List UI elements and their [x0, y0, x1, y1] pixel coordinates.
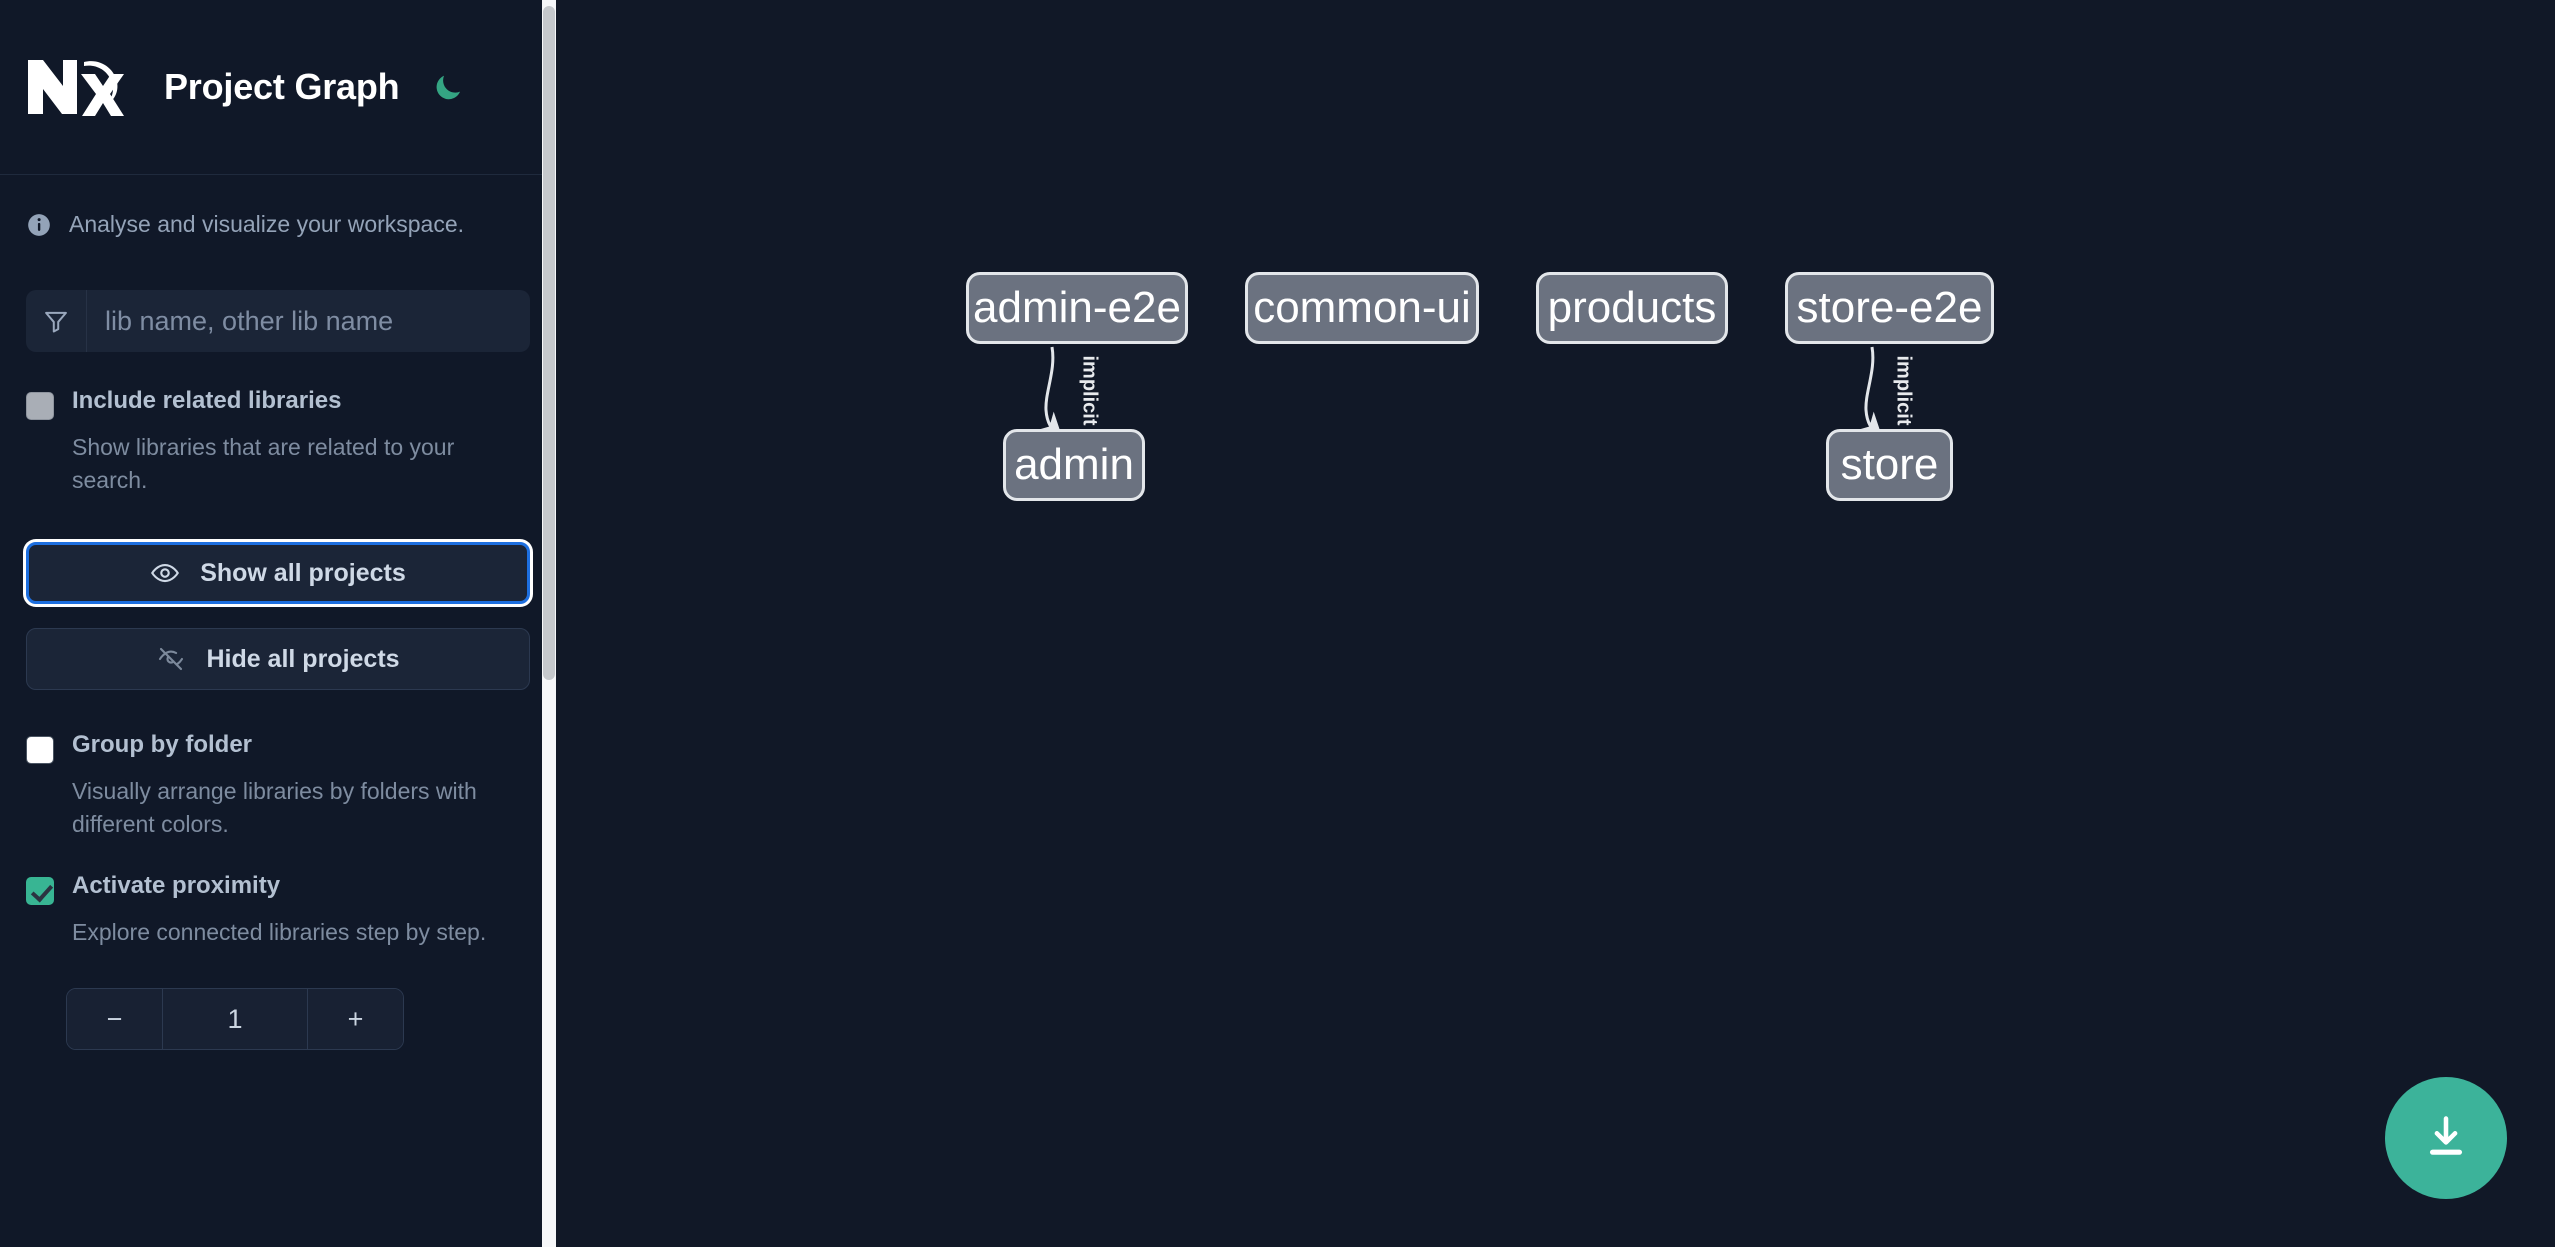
graph-node-label: admin-e2e [973, 283, 1181, 332]
graph-node-label: store-e2e [1796, 283, 1983, 332]
group-by-folder-label: Group by folder [72, 731, 252, 759]
graph-node-label: common-ui [1253, 283, 1471, 332]
workspace-info: Analyse and visualize your workspace. [0, 175, 556, 238]
hide-all-projects-button[interactable]: Hide all projects [26, 628, 530, 691]
download-image-button[interactable] [2385, 1077, 2507, 1199]
download-icon [2420, 1111, 2472, 1166]
show-all-projects-button[interactable]: Show all projects [26, 542, 530, 605]
show-all-projects-label: Show all projects [200, 558, 406, 587]
sidebar-scrollbar-track[interactable] [542, 0, 556, 1247]
page-title: Project Graph [164, 66, 400, 107]
graph-node-label: products [1547, 283, 1717, 332]
proximity-stepper-wrap: − 1 + [0, 988, 556, 1051]
activate-proximity-checkbox[interactable] [26, 876, 54, 905]
search-field[interactable] [26, 290, 530, 352]
graph-node-admin-e2e[interactable]: admin-e2e [966, 272, 1188, 344]
activate-proximity-description: Explore connected libraries step by step… [72, 918, 487, 945]
option-include-related-libraries: Include related libraries Show libraries… [0, 387, 556, 496]
sidebar-scrollbar-thumb[interactable] [543, 6, 555, 680]
info-circle-icon [26, 212, 52, 238]
sidebar-header: Project Graph [0, 0, 556, 175]
sidebar: Project Graph Analyse and visualize your… [0, 0, 556, 1247]
edge-admin-e2e-admin [1034, 346, 1064, 441]
graph-node-store-e2e[interactable]: store-e2e [1785, 272, 1994, 344]
option-group-by-folder: Group by folder Visually arrange librari… [0, 731, 556, 840]
group-by-folder-description: Visually arrange libraries by folders wi… [72, 778, 477, 837]
filter-funnel-icon [26, 290, 87, 352]
include-related-libraries-checkbox[interactable] [26, 392, 54, 420]
graph-node-label: admin [1014, 440, 1134, 489]
edge-store-e2e-store [1854, 346, 1884, 441]
search-input[interactable] [87, 290, 530, 352]
proximity-value[interactable]: 1 [163, 989, 307, 1050]
graph-node-common-ui[interactable]: common-ui [1245, 272, 1479, 344]
proximity-stepper: − 1 + [66, 988, 404, 1051]
eye-icon [150, 558, 180, 588]
graph-node-admin[interactable]: admin [1003, 429, 1145, 501]
graph-node-label: store [1840, 440, 1939, 489]
nx-logo-icon [26, 56, 124, 118]
workspace-info-text: Analyse and visualize your workspace. [69, 211, 465, 237]
graph-canvas[interactable]: admin-e2e common-ui products store-e2e admin… [556, 0, 2555, 1247]
activate-proximity-label: Activate proximity [72, 871, 281, 899]
moon-icon[interactable] [427, 66, 469, 108]
proximity-decrement-button[interactable]: − [67, 989, 163, 1050]
graph-edges [1034, 346, 1884, 441]
group-by-folder-checkbox[interactable] [26, 736, 54, 765]
visibility-buttons: Show all projects Hide all projects [0, 542, 556, 691]
eye-off-icon [156, 644, 186, 674]
proximity-increment-button[interactable]: + [307, 989, 403, 1050]
hide-all-projects-label: Hide all projects [206, 644, 400, 673]
option-activate-proximity: Activate proximity Explore connected lib… [0, 871, 556, 949]
graph-node-products[interactable]: products [1536, 272, 1728, 344]
include-related-libraries-description: Show libraries that are related to your … [72, 434, 455, 493]
graph-node-store[interactable]: store [1826, 429, 1953, 501]
include-related-libraries-label: Include related libraries [72, 387, 342, 414]
